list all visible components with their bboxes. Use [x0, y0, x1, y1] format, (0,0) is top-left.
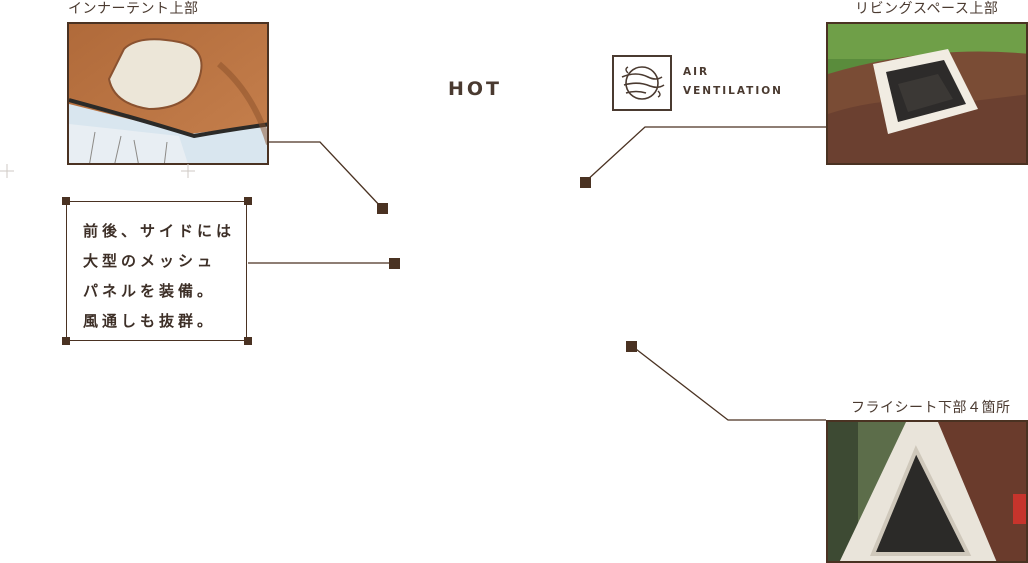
callout-line-3: パネルを装備。	[83, 282, 217, 300]
air-ventilation-icon	[612, 55, 672, 111]
hot-label: HOT	[448, 78, 503, 100]
marker-fly-sheet	[626, 341, 637, 352]
air-ventilation-text: AIR VENTILATION	[683, 63, 783, 101]
leader-line-living-space	[584, 126, 826, 183]
leader-line-inner-tent	[269, 141, 383, 209]
inner-tent-top-photo	[67, 22, 269, 165]
callout-line-2: 大型のメッシュ	[83, 252, 217, 270]
fly-sheet-bottom-label: フライシート下部４箇所	[851, 400, 1011, 416]
inner-tent-top-label: インナーテント上部	[68, 1, 199, 17]
callout-line-4: 風通しも抜群。	[83, 312, 217, 330]
callout-line-1: 前後、サイドには	[83, 222, 236, 240]
living-space-top-label: リビングスペース上部	[855, 1, 999, 17]
leader-line-fly-sheet	[631, 345, 826, 421]
callout-corner-br	[244, 337, 252, 345]
air-ventilation-line2: VENTILATION	[683, 85, 783, 97]
marker-inner-tent	[377, 203, 388, 214]
fly-sheet-bottom-photo	[826, 420, 1028, 563]
marker-living-space	[580, 177, 591, 188]
callout-corner-bl	[62, 337, 70, 345]
marker-callout	[389, 258, 400, 269]
living-space-top-photo	[826, 22, 1028, 165]
callout-corner-tr	[244, 197, 252, 205]
mesh-panel-callout: 前後、サイドには 大型のメッシュ パネルを装備。 風通しも抜群。	[66, 201, 247, 341]
air-ventilation-line1: AIR	[683, 66, 710, 78]
